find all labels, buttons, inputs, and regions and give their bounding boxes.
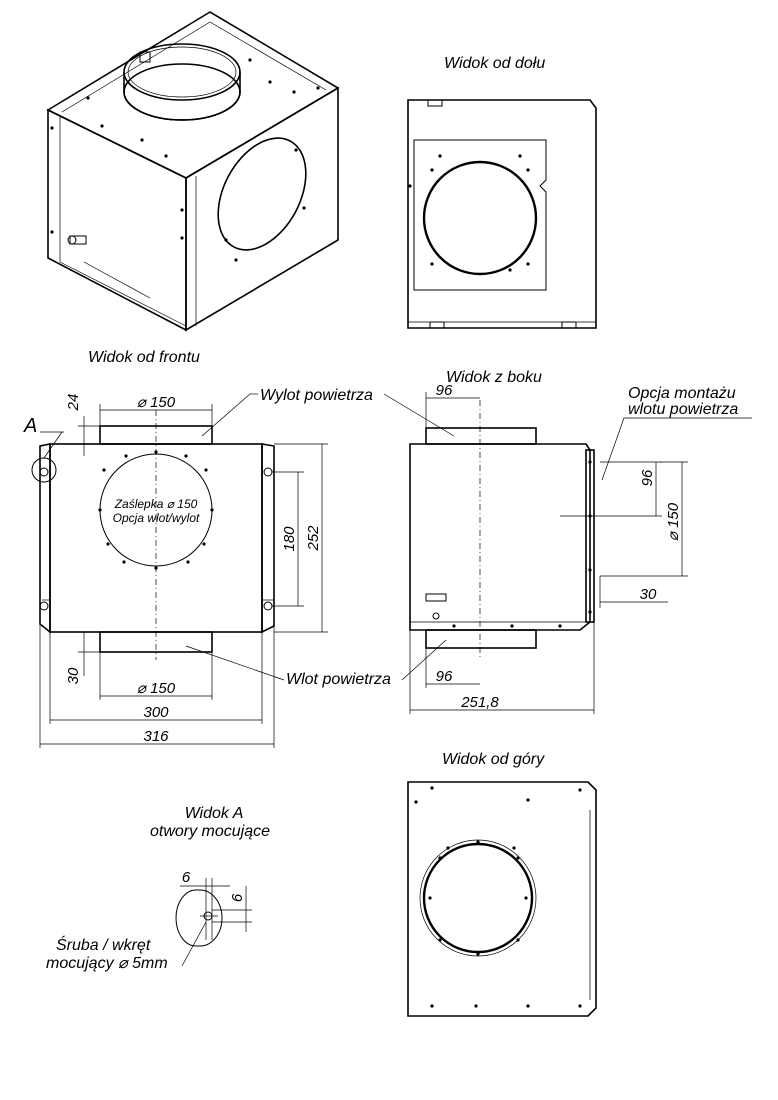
plug-label-line2: Opcja wlot/wylot [113,511,200,525]
front-view: Widok od frontu A [23,349,391,748]
screw-label-line2: mocujący ⌀ 5mm [46,955,168,972]
dim-front-bottom-dia: ⌀ 150 [137,680,176,697]
front-view-title: Widok od frontu [88,349,200,366]
dim-front-inner-h: 180 [281,526,298,552]
top-view-title: Widok od góry [442,751,545,768]
dim-front-width-inner: 300 [143,704,169,721]
dim-side-right-dia: ⌀ 150 [665,502,682,541]
dim-side-top: 96 [436,382,453,399]
dim-front-total-h: 252 [305,525,322,552]
inlet-label-front: Wlot powietrza [286,671,391,688]
isometric-view [46,11,340,332]
detail-subtitle: otwory mocujące [150,823,270,840]
dim-front-top-dia: ⌀ 150 [137,394,176,411]
dim-side-right-30: 30 [640,586,657,603]
bottom-view-title: Widok od dołu [444,55,545,72]
detail-title: Widok A [185,805,244,822]
dim-side-bottom: 96 [436,668,453,685]
dim-side-width: 251,8 [460,694,499,711]
screw-label-line1: Śruba / wkręt [56,935,151,954]
plug-label-line1: Zaślepka ⌀ 150 [114,497,198,511]
dim-front-bottom-height: 30 [65,667,82,684]
bottom-view: Widok od dołu [407,55,597,329]
dim-detail-h: 6 [229,893,246,902]
option-label-line1: Opcja montażu [628,385,736,402]
dim-front-top-height: 24 [65,394,82,412]
dim-front-width-total: 316 [143,728,169,745]
side-view: Widok z boku Opcja montażu wlotu powietr… [383,369,752,714]
detail-marker-a: A [23,415,37,437]
side-view-title: Widok z boku [446,369,542,386]
top-view: Widok od góry [407,751,597,1017]
dim-side-right-96: 96 [639,469,656,486]
dim-detail-w: 6 [182,869,191,886]
option-label-line2: wlotu powietrza [628,401,738,418]
detail-view-a: Widok A otwory mocujące 6 6 Śruba / wkrę… [46,805,270,972]
outlet-label-front: Wylot powietrza [260,387,373,404]
